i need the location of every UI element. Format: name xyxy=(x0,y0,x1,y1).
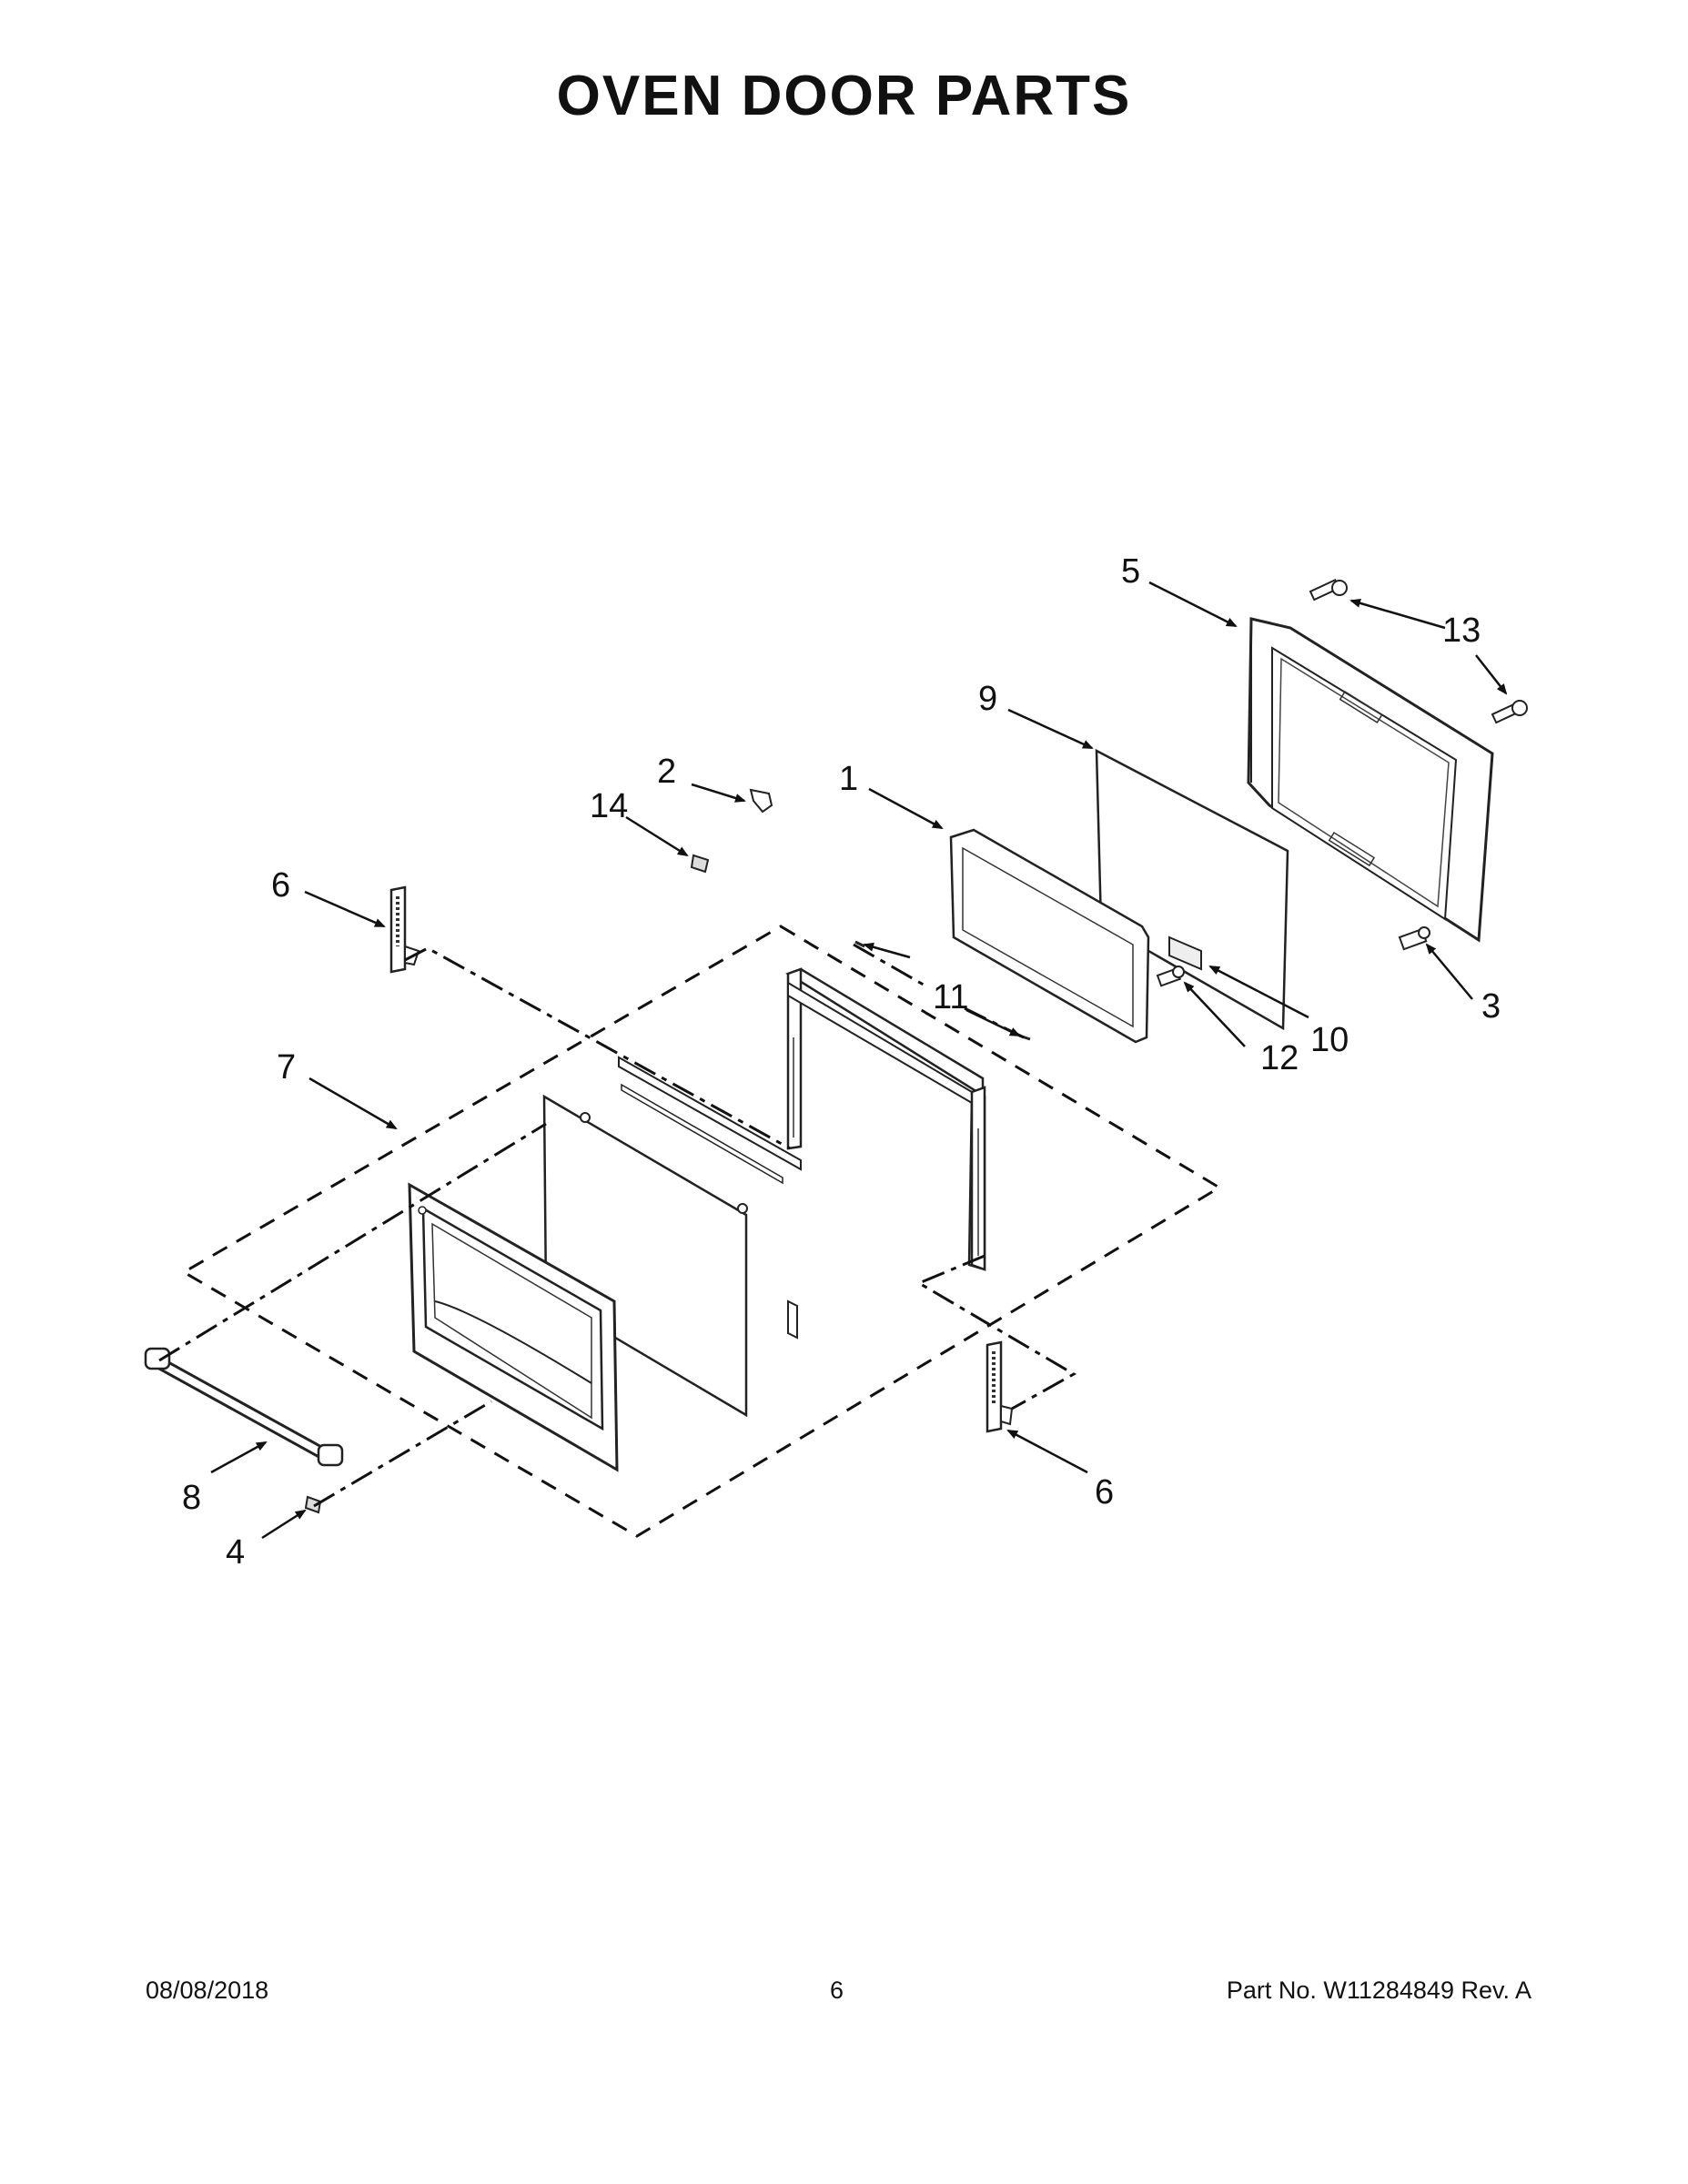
hinge-left xyxy=(389,885,420,974)
callout-1: 1 xyxy=(839,760,858,798)
small-fastener xyxy=(690,854,710,874)
callout-13: 13 xyxy=(1442,612,1481,650)
callout-2: 2 xyxy=(657,753,676,791)
bracket-screw xyxy=(1156,966,1185,987)
callout-6-left: 6 xyxy=(271,866,290,905)
middle-door-glass xyxy=(542,1094,748,1418)
footer-part-number: Part No. W11284849 Rev. A xyxy=(1226,1977,1531,2004)
callout-14: 14 xyxy=(590,787,628,825)
door-handle-fastener xyxy=(304,1495,322,1514)
callout-8: 8 xyxy=(182,1479,201,1517)
callout-4: 4 xyxy=(226,1533,245,1572)
rear-door-frame xyxy=(1247,617,1494,943)
callout-11: 11 xyxy=(933,978,968,1016)
outer-door-panel xyxy=(408,1182,619,1472)
leader-arrows xyxy=(210,581,1508,1540)
latch-clip xyxy=(749,788,773,814)
door-side-frame xyxy=(785,967,986,1271)
inner-door-panel xyxy=(949,828,1150,1044)
hinge-right xyxy=(986,1340,1014,1433)
callout-5: 5 xyxy=(1121,552,1140,591)
hinge-screw xyxy=(1398,926,1430,951)
glass-retainer-bracket xyxy=(1168,935,1202,971)
glass-clip xyxy=(787,1299,798,1340)
callout-10: 10 xyxy=(1310,1021,1349,1059)
page-title: OVEN DOOR PARTS xyxy=(556,65,1132,127)
callout-3: 3 xyxy=(1481,987,1501,1026)
callout-7: 7 xyxy=(277,1048,296,1087)
door-outline-dashed xyxy=(181,925,1222,1538)
callout-12: 12 xyxy=(1260,1039,1299,1077)
inner-door-glass xyxy=(1095,748,1289,1031)
door-handle xyxy=(144,1347,344,1467)
screw-top-left xyxy=(1309,578,1348,602)
callout-9: 9 xyxy=(978,680,997,718)
callout-6-right: 6 xyxy=(1095,1473,1114,1512)
footer-date: 08/08/2018 xyxy=(146,1977,269,2004)
footer-page-number: 6 xyxy=(830,1977,844,2004)
screw-top-right xyxy=(1491,700,1528,724)
vent-strip xyxy=(618,1056,802,1185)
